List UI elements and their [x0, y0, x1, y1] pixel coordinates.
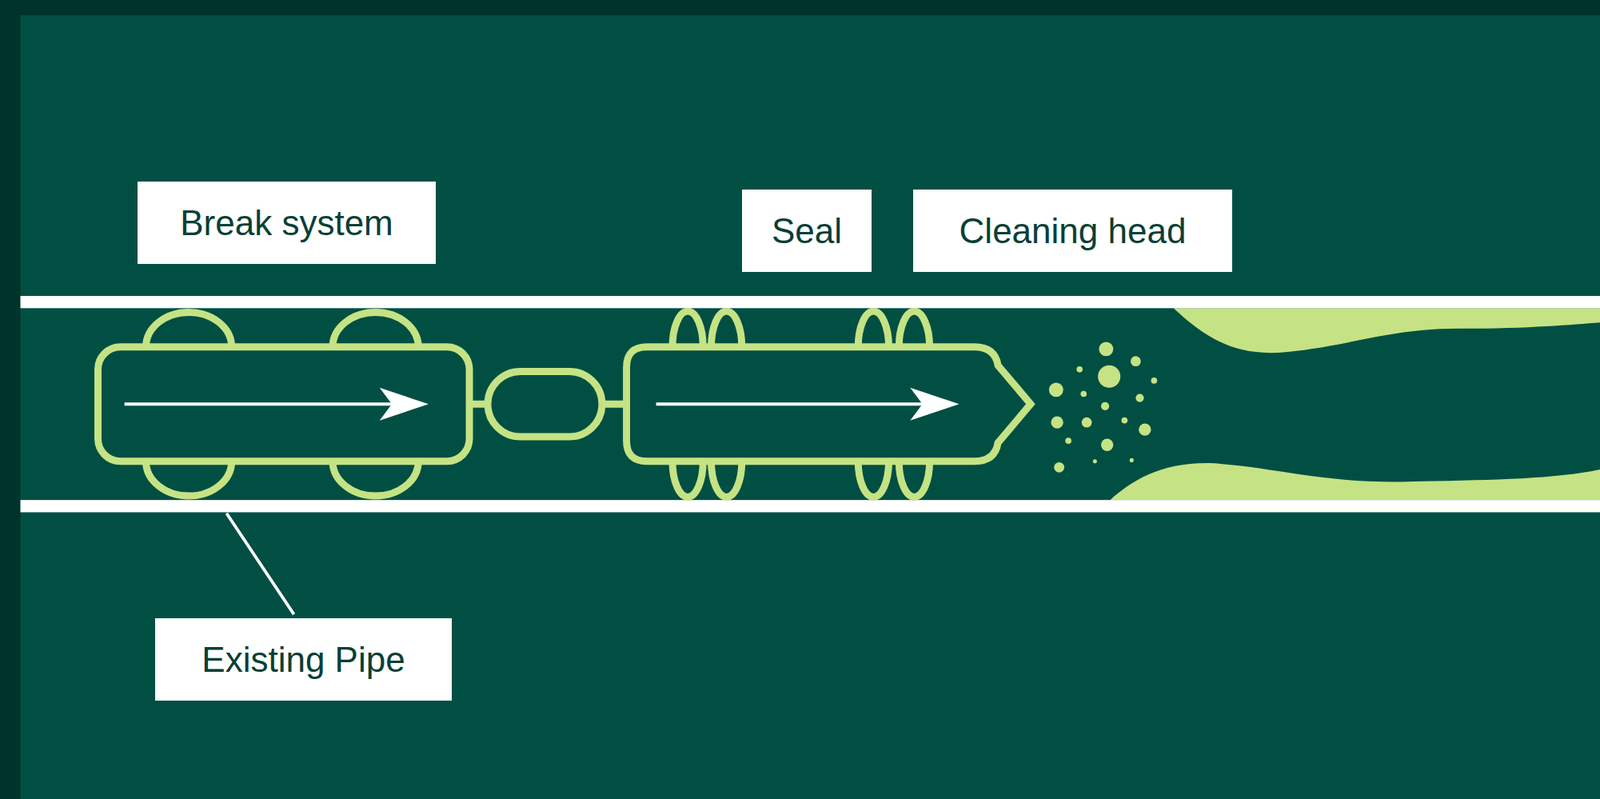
- leader-line: [226, 513, 294, 615]
- part-label: Existing Pipe: [155, 618, 452, 701]
- deposit: [1173, 307, 1600, 353]
- arrow-head: [379, 387, 429, 421]
- part-label: Break system: [137, 181, 436, 264]
- debris-particles: [1049, 341, 1158, 472]
- arrow-head: [909, 387, 959, 421]
- pipe-wall: [20, 499, 1600, 512]
- direction-arrow: [124, 402, 409, 406]
- coupling-link: [487, 371, 603, 437]
- direction-arrow: [656, 402, 939, 406]
- cleaning-module: [626, 347, 1031, 462]
- brake-module: [98, 347, 471, 462]
- background: [20, 15, 1600, 799]
- pipe-wall: [20, 295, 1600, 308]
- deposit: [1109, 462, 1600, 500]
- part-label: Seal: [742, 189, 872, 272]
- part-label: Cleaning head: [913, 189, 1233, 272]
